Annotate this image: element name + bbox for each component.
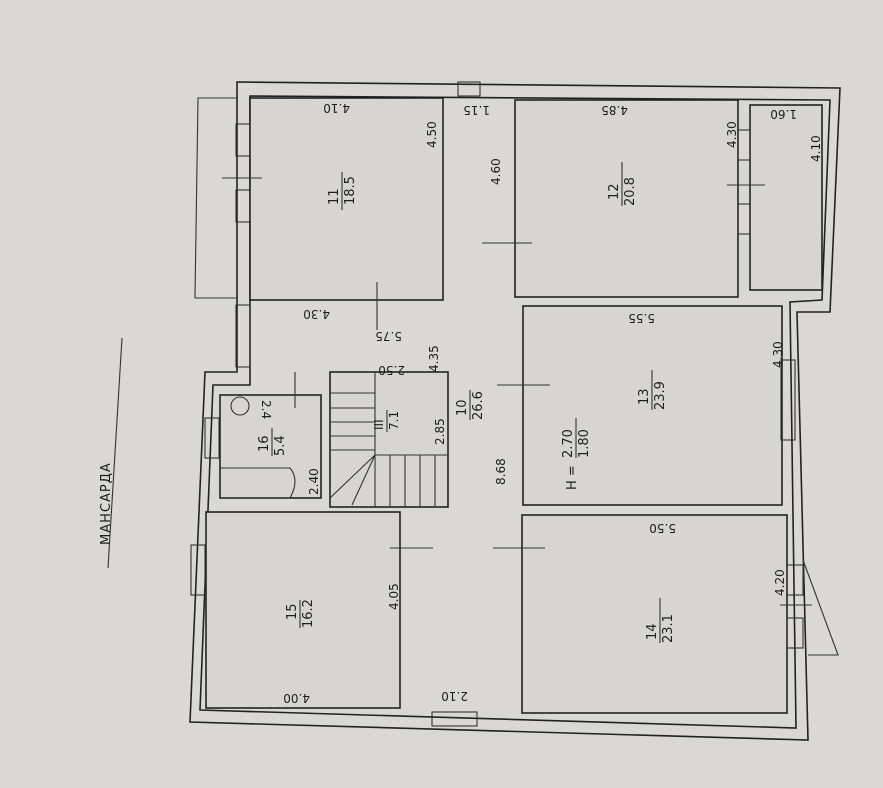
title-line (107, 337, 123, 569)
staircase (329, 372, 448, 507)
balcony (194, 97, 237, 299)
room-15-label: 15 16.2 4.00 4.05 (283, 583, 401, 705)
dim-width: 1.60 (770, 107, 797, 121)
room-14-label: 14 23.1 5.50 4.20 (645, 521, 787, 643)
room-14 (521, 514, 788, 714)
room-area: 18.5 (343, 176, 358, 205)
room-number: 16 (257, 435, 272, 452)
room-area: 7.1 (387, 411, 401, 430)
room-area: 23.9 (653, 381, 668, 410)
outer-wall (189, 81, 841, 741)
dim-length: 4.30 (771, 341, 785, 368)
corridor-10-label: 10 26.6 1.15 4.60 5.75 4.35 8.68 2.10 (375, 103, 508, 703)
room-area: 26.6 (471, 391, 486, 420)
plan-title: МАНСАРДА (99, 462, 114, 545)
room-number: 14 (645, 623, 660, 640)
height-label: H = (565, 465, 580, 490)
windows (190, 81, 804, 727)
room-13-label: 13 23.9 5.55 4.30 H = 2.70 1.80 (561, 311, 785, 490)
dim-length: 4.50 (425, 121, 439, 148)
room-stairs (329, 371, 449, 508)
dim-corridor-b: 4.35 (427, 345, 441, 372)
room-16-bathroom (219, 394, 322, 499)
room-number: III (372, 419, 386, 430)
room-area: 23.1 (661, 614, 676, 643)
height-bottom: 1.80 (577, 429, 592, 458)
dim-extra: 4.30 (303, 307, 330, 321)
dim-length: 4.30 (725, 121, 739, 148)
door-marks (222, 177, 839, 656)
room-11-label: 11 18.5 4.10 4.50 4.30 (303, 101, 439, 321)
room-stairs-label: III 7.1 2.50 2.85 (372, 363, 447, 445)
dim-width: 4.85 (601, 103, 628, 117)
room-number: 13 (637, 388, 652, 405)
dim-length: 4.05 (387, 583, 401, 610)
toilet-icon (230, 396, 250, 416)
room-number: 12 (607, 183, 622, 200)
room-area: 5.4 (273, 435, 288, 456)
room-16-label: 16 5.4 2.4 2.40 (257, 400, 321, 495)
height-top: 2.70 (561, 429, 576, 458)
dim-width: 2.50 (378, 363, 405, 377)
dim-length: 4.20 (773, 569, 787, 596)
dim-width: 1.15 (463, 103, 490, 117)
dim-small: 2.4 (259, 400, 273, 419)
room-area: 20.8 (623, 177, 638, 206)
room-number: 11 (327, 188, 342, 205)
bathtub (220, 467, 296, 499)
dim-length: 2.40 (307, 468, 321, 495)
dim-width: 5.50 (649, 521, 676, 535)
room-number: 15 (285, 603, 300, 620)
inner-wall-outline (199, 95, 831, 729)
dim-width: 4.00 (283, 691, 310, 705)
dim-length: 4.10 (809, 135, 823, 162)
room-12-label: 12 20.8 4.85 4.30 (601, 103, 739, 206)
room-number: 10 (455, 399, 470, 416)
dim-width: 5.55 (628, 311, 655, 325)
dim-length: 4.60 (489, 158, 503, 185)
dim-corridor-d: 2.10 (441, 689, 468, 703)
dim-width: 4.10 (323, 101, 350, 115)
dim-corridor-c: 8.68 (494, 458, 508, 485)
room-12 (514, 99, 739, 298)
room-closet (749, 104, 823, 291)
room-15 (205, 511, 401, 709)
room-closet-label: 1.60 4.10 (770, 107, 823, 162)
dim-corridor-a: 5.75 (375, 329, 402, 343)
dim-length: 2.85 (433, 418, 447, 445)
room-area: 16.2 (301, 599, 316, 628)
